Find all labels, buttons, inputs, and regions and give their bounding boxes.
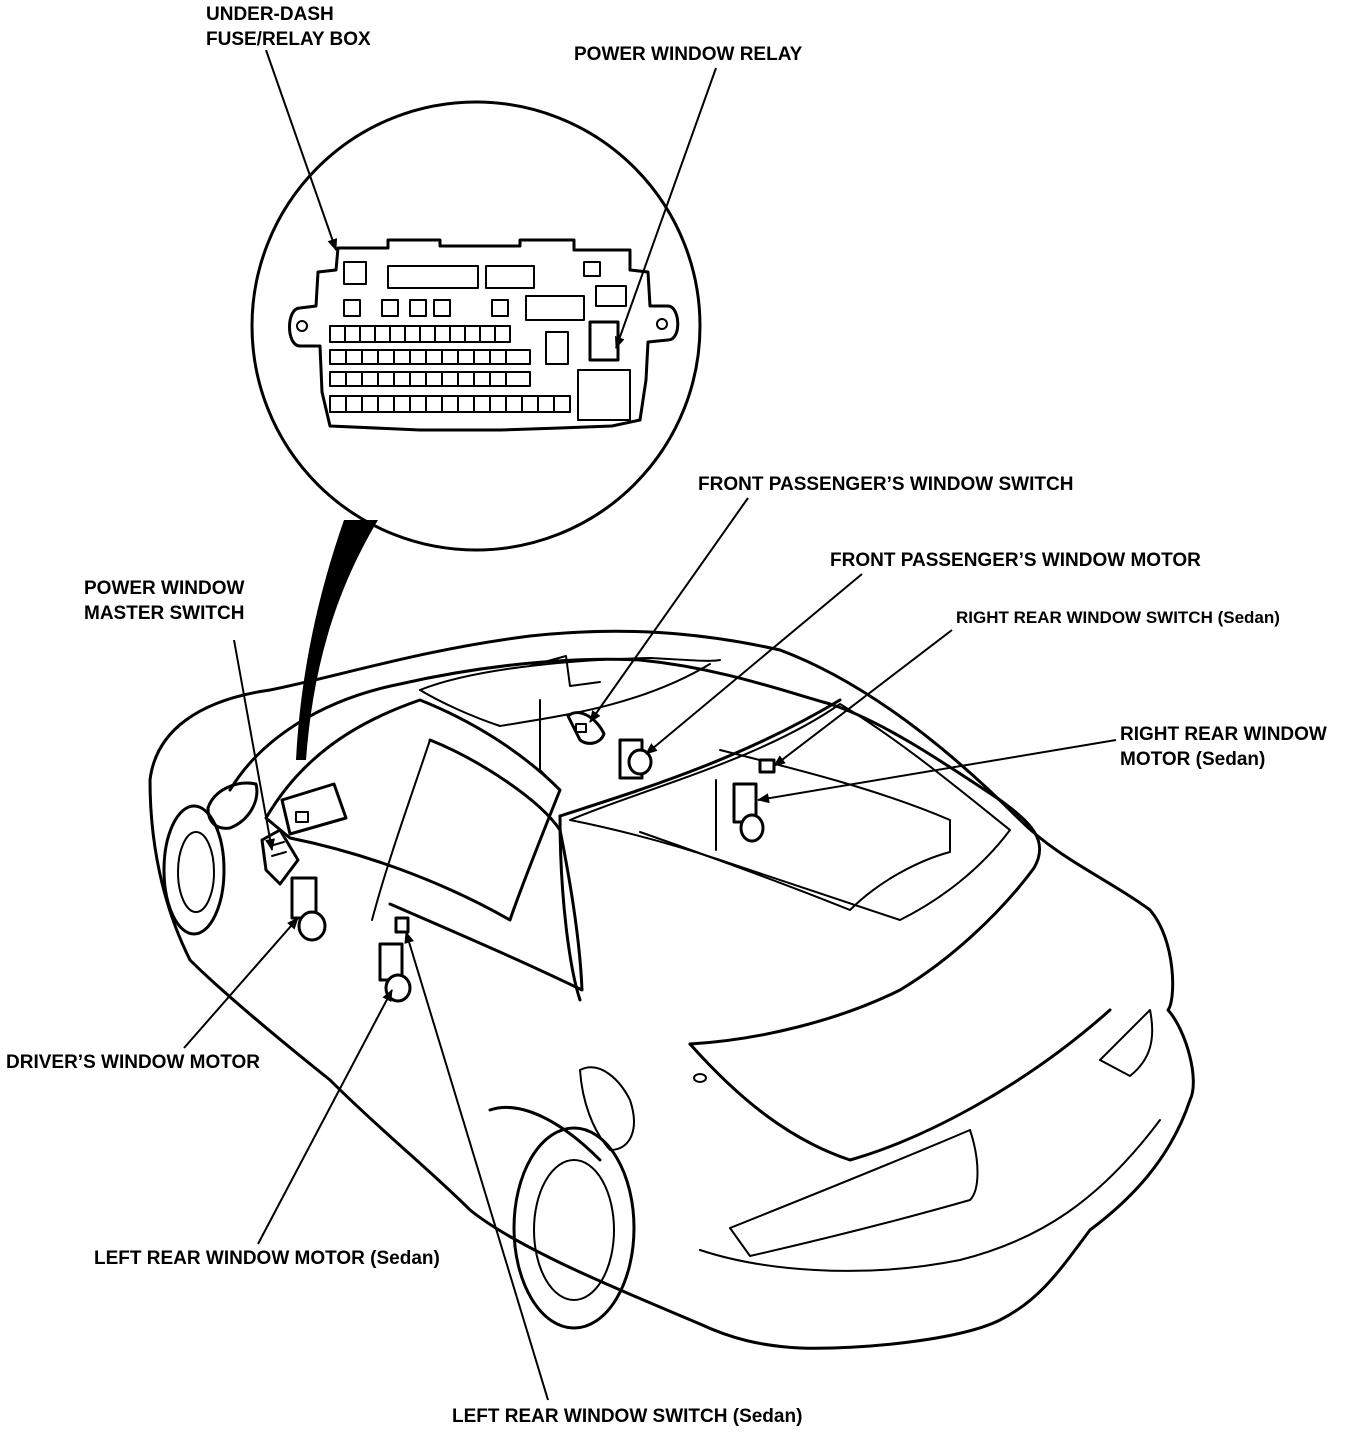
detail-callout: [250, 100, 702, 760]
leader-relay: [614, 67, 717, 349]
left-rear-window-switch-icon: [394, 916, 410, 934]
left-rear-window-motor-icon: [378, 942, 412, 1003]
right-rear-window-switch-icon: [758, 758, 776, 774]
label-drivers-window-motor: DRIVER’S WINDOW MOTOR: [6, 1052, 261, 1073]
rear-wheel: [512, 1126, 636, 1330]
label-right-rear-window-motor: RIGHT REAR WINDOW MOTOR (Sedan): [1120, 722, 1327, 772]
leader-right-rear-switch: [773, 629, 953, 767]
label-power-window-relay: POWER WINDOW RELAY: [574, 44, 803, 65]
right-rear-window-motor-icon: [732, 782, 765, 843]
label-master-switch-line2: MASTER SWITCH: [84, 603, 245, 624]
label-front-passenger-window-switch: FRONT PASSENGER’S WINDOW SWITCH: [698, 474, 1074, 495]
leader-front-pass-switch: [589, 497, 749, 723]
label-under-dash-fuse-relay-box: UNDER-DASH FUSE/RELAY BOX: [206, 2, 371, 52]
front-passenger-window-switch-icon: [566, 711, 606, 745]
detail-circle: [250, 100, 702, 552]
power-window-relay-icon: [588, 320, 620, 362]
label-power-window-master-switch: POWER WINDOW MASTER SWITCH: [84, 576, 244, 626]
leader-master-switch: [233, 639, 275, 851]
label-master-switch-line1: POWER WINDOW: [84, 578, 245, 599]
leader-lines: [183, 49, 1117, 1401]
front-wheel: [162, 804, 226, 936]
leader-left-rear-motor: [257, 989, 393, 1245]
leader-right-rear-motor: [757, 739, 1117, 804]
leader-drivers-motor: [183, 917, 299, 1049]
label-right-rear-motor-line1: RIGHT REAR WINDOW: [1120, 724, 1327, 745]
car-illustration: [148, 629, 1195, 1350]
label-under-dash-line2: FUSE/RELAY BOX: [206, 29, 371, 50]
leader-left-rear-switch: [404, 931, 549, 1401]
label-under-dash-line1: UNDER-DASH: [206, 4, 334, 25]
front-passenger-window-motor-icon: [618, 738, 653, 780]
components: [260, 711, 776, 1003]
callout-wedge: [296, 520, 378, 760]
label-front-passenger-window-motor: FRONT PASSENGER’S WINDOW MOTOR: [830, 550, 1201, 571]
fuse-box-on-car-icon: [280, 782, 348, 836]
drivers-window-motor-icon: [290, 876, 327, 942]
label-left-rear-window-motor: LEFT REAR WINDOW MOTOR (Sedan): [94, 1248, 440, 1269]
leader-front-pass-motor: [645, 573, 863, 755]
label-right-rear-window-switch: RIGHT REAR WINDOW SWITCH (Sedan): [956, 608, 1280, 627]
label-right-rear-motor-line2: MOTOR (Sedan): [1120, 749, 1266, 770]
fuse-relay-box-icon: [288, 238, 680, 432]
leader-under-dash: [265, 49, 338, 251]
label-left-rear-window-switch: LEFT REAR WINDOW SWITCH (Sedan): [452, 1406, 803, 1427]
